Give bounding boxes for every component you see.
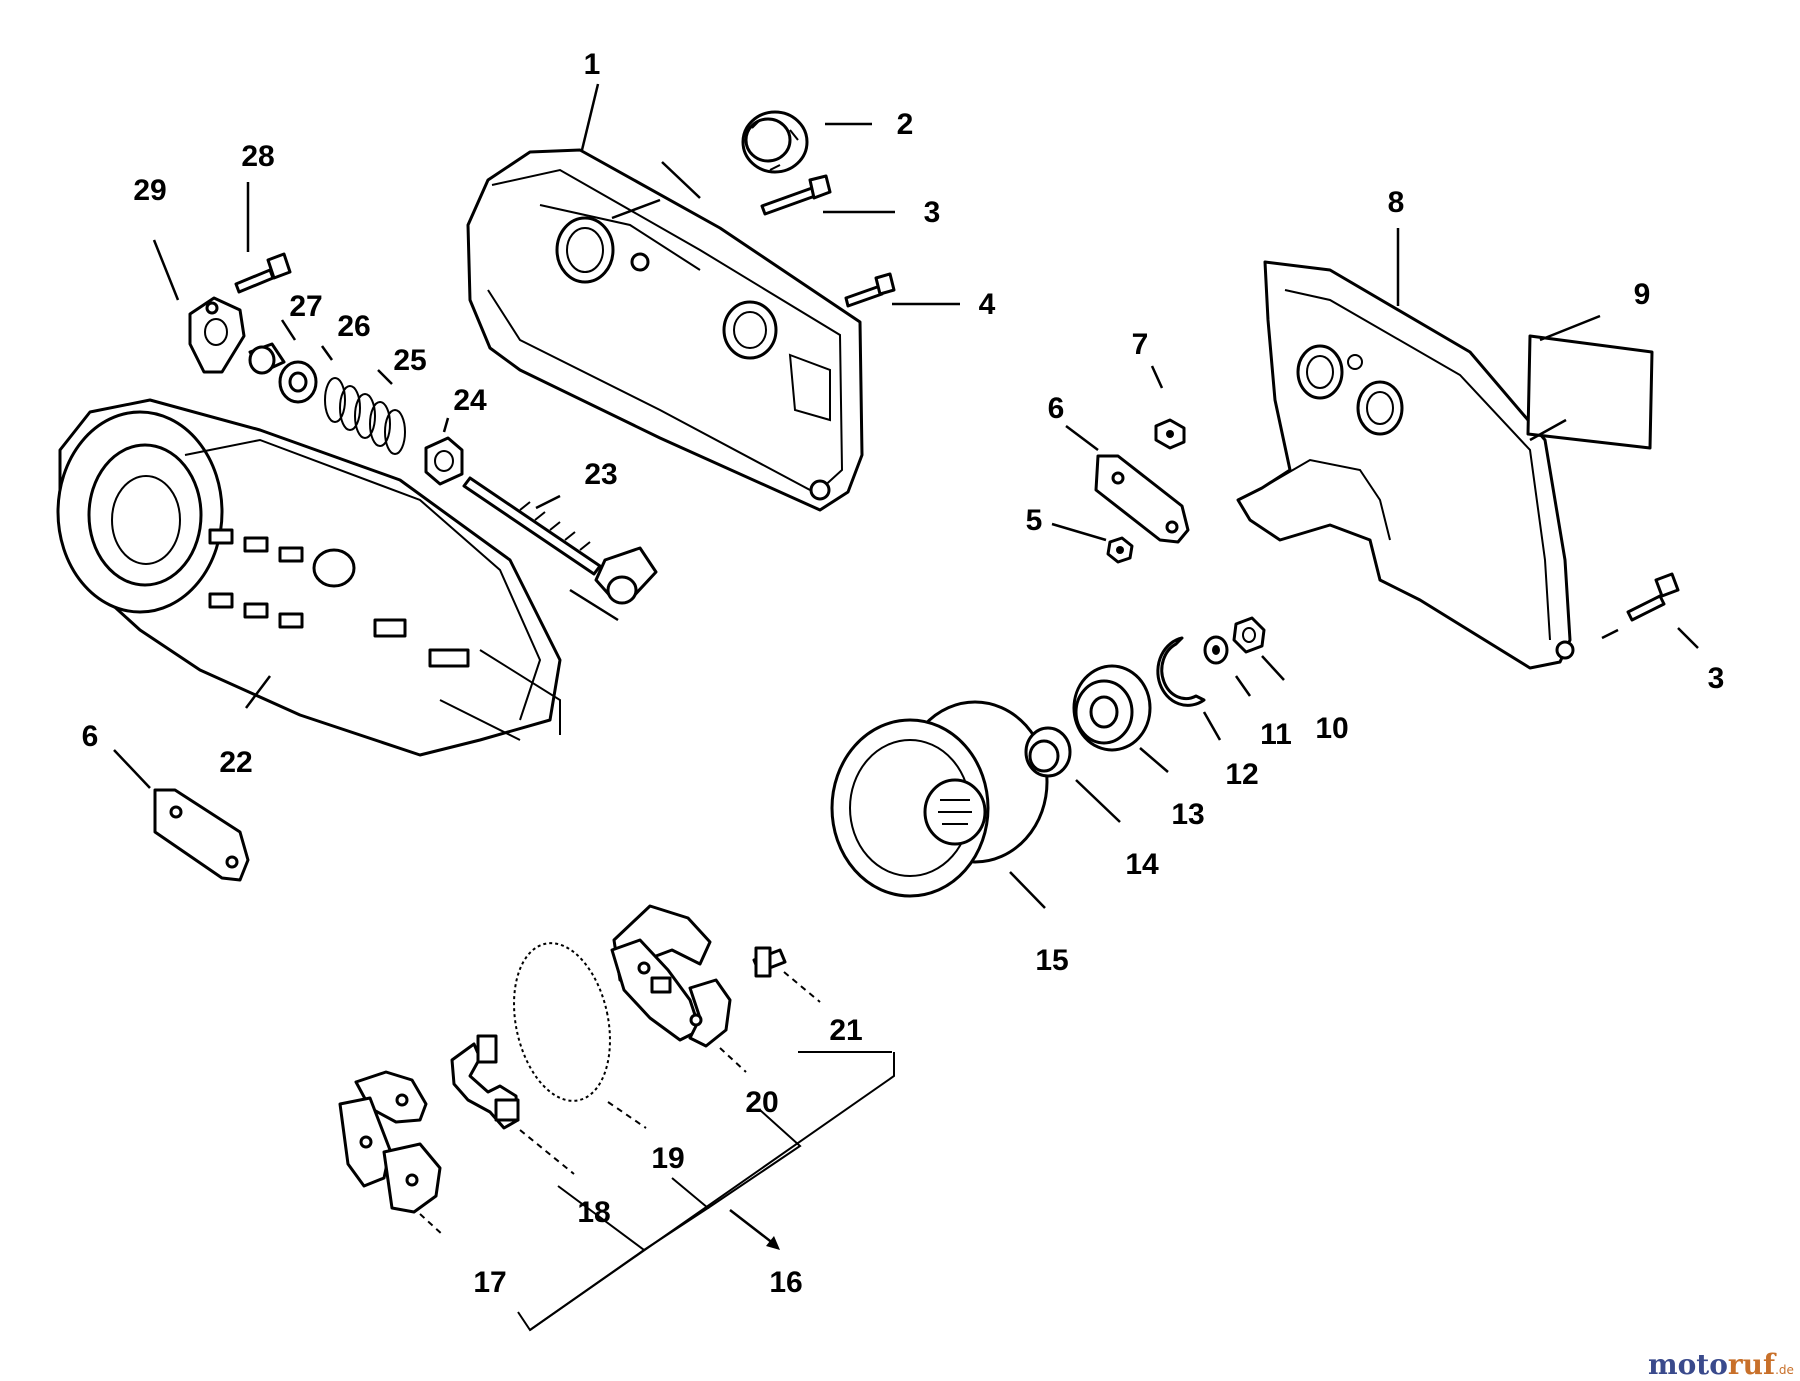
part-23-tension-bolt	[462, 476, 658, 605]
part-18-hub	[450, 1034, 520, 1130]
callout-22: 22	[219, 746, 252, 779]
callout-24: 24	[453, 384, 487, 417]
part-26-washer	[278, 360, 318, 404]
callout-12: 12	[1225, 758, 1258, 791]
svg-text:motoruf.de: motoruf.de	[1648, 1348, 1794, 1381]
callout-27: 27	[289, 290, 322, 323]
part-7-nut	[1154, 418, 1186, 450]
callout-11: 11	[1260, 718, 1292, 751]
part-28-screw	[234, 252, 292, 294]
part-24-nut	[424, 436, 464, 486]
part-4-bolt	[844, 272, 896, 308]
part-29-bracket	[188, 296, 246, 374]
callout-8: 8	[1388, 186, 1405, 219]
part-2-adjuster-knob	[741, 110, 809, 174]
callout-21: 21	[829, 1014, 862, 1047]
callout-20: 20	[745, 1086, 778, 1119]
part-8-outer-cover	[1236, 260, 1575, 670]
callout-5: 5	[1026, 504, 1043, 537]
callout-labels: 1 2 3 4 8 9 7 6 5 3 10 11 12 13 14 15 21…	[82, 48, 1725, 1299]
callout-16: 16	[769, 1266, 802, 1299]
part-6-plate-lower	[153, 788, 250, 882]
part-11-washer	[1203, 635, 1229, 665]
callout-4: 4	[979, 288, 996, 321]
callout-17: 17	[473, 1266, 506, 1299]
part-3-bolt-a	[760, 174, 832, 216]
part-14-spacer	[1024, 726, 1072, 778]
callout-7: 7	[1132, 328, 1149, 361]
part-27-bushing	[248, 342, 286, 375]
callout-2: 2	[897, 108, 914, 141]
part-21-screw	[752, 946, 787, 978]
part-12-circlip	[1156, 636, 1206, 707]
callout-15: 15	[1035, 944, 1068, 977]
callout-18: 18	[577, 1196, 610, 1229]
part-20-clutch-shoes	[610, 904, 732, 1048]
part-6-plate-upper	[1094, 454, 1190, 544]
part-10-nut	[1232, 616, 1266, 654]
callout-29: 29	[133, 174, 166, 207]
callout-19: 19	[651, 1142, 684, 1175]
part-17-plates	[338, 1070, 442, 1214]
callout-26: 26	[337, 310, 370, 343]
callout-14: 14	[1125, 848, 1159, 881]
part-25-spring	[324, 377, 406, 455]
callout-28: 28	[241, 140, 274, 173]
watermark-part-2: ruf	[1728, 1348, 1777, 1381]
part-15-clutch-drum	[830, 700, 1049, 898]
watermark-part-3: .de	[1775, 1363, 1794, 1377]
callout-3c: 3	[1708, 662, 1725, 695]
callout-1: 1	[584, 48, 601, 81]
callout-6b: 6	[1048, 392, 1065, 425]
callout-25: 25	[393, 344, 426, 377]
part-22-arm-housing	[56, 398, 562, 757]
part-5-nut	[1106, 536, 1134, 564]
callout-3a: 3	[924, 196, 941, 229]
callout-10: 10	[1315, 712, 1348, 745]
watermark-logo: motoruf.de	[1648, 1348, 1794, 1381]
part-9-label	[1526, 334, 1654, 450]
part-1-arm-cover	[466, 148, 864, 512]
watermark-part-1: moto	[1648, 1348, 1728, 1381]
callout-23: 23	[584, 458, 617, 491]
callout-13: 13	[1171, 798, 1204, 831]
callout-9: 9	[1634, 278, 1651, 311]
part-19-spring-ring	[513, 942, 611, 1102]
part-13-bearing	[1072, 664, 1152, 752]
part-3-bolt-c	[1626, 572, 1680, 622]
callout-6a: 6	[82, 720, 99, 753]
leader-lines	[113, 83, 1699, 1332]
